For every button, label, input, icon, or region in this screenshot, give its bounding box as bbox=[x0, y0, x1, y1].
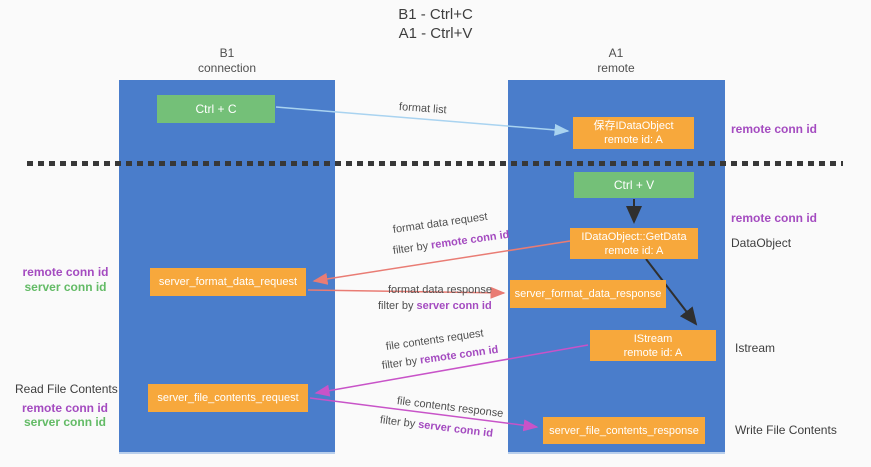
node-getdata-line1: IDataObject::GetData bbox=[581, 230, 687, 243]
getdata-to-istream-arrow bbox=[645, 258, 698, 326]
node-server-format-data-response: server_format_data_response bbox=[510, 280, 666, 308]
lane-b1-subtitle: connection bbox=[197, 61, 257, 75]
lane-a1-subtitle: remote bbox=[597, 61, 635, 75]
node-istream-line2: remote id: A bbox=[623, 346, 683, 359]
format-data-response-arrow bbox=[307, 286, 506, 299]
flow-label-filter-by-server-1: filter by server conn id bbox=[378, 300, 492, 312]
node-save-idataobject: 保存IDataObject remote id: A bbox=[573, 117, 694, 149]
node-ctrl-v: Ctrl + V bbox=[574, 172, 694, 198]
node-save-idataobject-line1: 保存IDataObject bbox=[593, 120, 674, 132]
title-line-1: B1 - Ctrl+C bbox=[398, 6, 473, 23]
phase-separator-dashed-line bbox=[27, 161, 843, 166]
label-left-conn-ids: remote conn id server conn id bbox=[18, 265, 113, 295]
node-istream: IStream remote id: A bbox=[590, 330, 716, 361]
filter-by-text: filter by bbox=[378, 300, 417, 312]
format-data-request-arrow bbox=[312, 240, 571, 285]
node-format-request-label: server_format_data_request bbox=[158, 276, 298, 288]
lane-header-a1: A1 remote bbox=[508, 46, 724, 76]
node-ctrl-c: Ctrl + C bbox=[157, 95, 275, 123]
node-ctrl-v-label: Ctrl + V bbox=[613, 178, 655, 192]
lane-a1-name: A1 bbox=[608, 46, 624, 60]
label-write-file-contents: Write File Contents bbox=[735, 423, 837, 437]
node-server-file-contents-request: server_file_contents_request bbox=[148, 384, 308, 412]
label-read-file-contents: Read File Contents bbox=[15, 382, 118, 396]
server-conn-id-text: server conn id bbox=[416, 300, 492, 312]
lane-header-b1: B1 connection bbox=[119, 46, 335, 76]
node-ctrl-c-label: Ctrl + C bbox=[195, 102, 237, 116]
label-left-remote-conn-id: remote conn id bbox=[22, 265, 109, 279]
lane-b1-name: B1 bbox=[219, 46, 235, 60]
label-dataobject: DataObject bbox=[731, 236, 792, 250]
label-remote-conn-id-top: remote conn id bbox=[731, 122, 818, 136]
label-istream: Istream bbox=[735, 341, 776, 355]
label-left-server-conn-id: server conn id bbox=[24, 280, 107, 294]
format-list-arrow bbox=[275, 106, 570, 136]
node-server-format-data-request: server_format_data_request bbox=[150, 268, 306, 296]
node-getdata-line2: remote id: A bbox=[604, 244, 664, 257]
label-read-server-conn-id: server conn id bbox=[23, 415, 107, 429]
label-remote-conn-id-mid: remote conn id bbox=[731, 211, 818, 225]
node-format-response-label: server_format_data_response bbox=[514, 288, 662, 300]
diagram-title: B1 - Ctrl+C A1 - Ctrl+V bbox=[0, 5, 871, 43]
node-file-response-label: server_file_contents_response bbox=[549, 424, 699, 437]
file-contents-response-arrow bbox=[309, 397, 539, 432]
node-save-idataobject-line2: remote id: A bbox=[604, 134, 663, 146]
node-file-request-label: server_file_contents_request bbox=[157, 392, 299, 404]
node-server-file-contents-response: server_file_contents_response bbox=[543, 417, 705, 444]
flow-label-format-data-response: format data response bbox=[388, 284, 492, 296]
file-contents-request-arrow bbox=[314, 344, 589, 397]
title-line-2: A1 - Ctrl+V bbox=[398, 25, 473, 42]
label-read-remote-conn-id: remote conn id bbox=[21, 401, 108, 415]
node-idataobject-getdata: IDataObject::GetData remote id: A bbox=[570, 228, 698, 259]
node-istream-line1: IStream bbox=[633, 332, 673, 345]
label-read-file-block: Read File Contents remote conn id server… bbox=[15, 382, 118, 429]
